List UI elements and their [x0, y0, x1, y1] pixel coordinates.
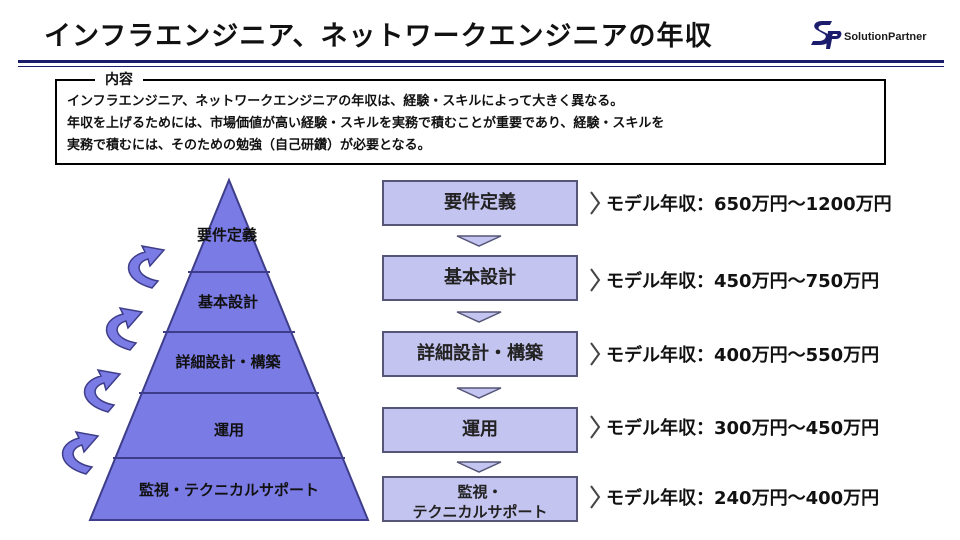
step-box-requirements: 要件定義 — [382, 180, 578, 226]
sp-logo-icon — [811, 21, 842, 49]
company-logo: SolutionPartner — [808, 18, 948, 52]
pyramid-shape — [88, 177, 370, 521]
salary-basic-design: モデル年収：450万円～750万円 — [606, 271, 880, 292]
pyramid-level-basic-design: 基本設計 — [197, 293, 259, 311]
step-box-detail-design: 詳細設計・構築 — [382, 331, 578, 377]
curved-up-arrow-icon — [61, 430, 100, 475]
step-box-monitoring-line1: 監視・ — [457, 483, 503, 501]
pyramid-level-requirements: 要件定義 — [196, 226, 258, 244]
logo-text: SolutionPartner — [844, 31, 927, 43]
page-title: インフラエンジニア、ネットワークエンジニアの年収 — [44, 21, 713, 52]
chevron-right-icon — [590, 191, 601, 215]
pyramid-diagram — [61, 177, 370, 521]
summary-box: 内容 インフラエンジニア、ネットワークエンジニアの年収は、経験・スキルによって大… — [55, 69, 886, 165]
curved-up-arrow-icon — [83, 368, 122, 413]
pyramid-level-operation: 運用 — [213, 421, 245, 439]
step-box-monitoring-line2: テクニカルサポート — [412, 503, 548, 521]
down-arrow-icon — [456, 461, 502, 473]
step-box-operation: 運用 — [382, 407, 578, 453]
salary-requirements: モデル年収：650万円～1200万円 — [606, 194, 892, 215]
summary-line-3: 実務で積むには、そのための勉強（自己研鑽）が必要となる。 — [67, 138, 431, 153]
chevron-right-icon — [590, 342, 601, 366]
step-box-basic-design: 基本設計 — [382, 255, 578, 301]
step-box-monitoring: 監視・ テクニカルサポート — [382, 476, 578, 522]
curved-up-arrow-icon — [127, 244, 166, 289]
down-arrow-icon — [456, 311, 502, 323]
salary-detail-design: モデル年収：400万円～550万円 — [606, 345, 880, 366]
chevron-right-icon — [590, 268, 601, 292]
header-rule — [18, 60, 944, 63]
summary-line-2: 年収を上げるためには、市場価値が高い経験・スキルを実務で積むことが重要であり、経… — [67, 116, 665, 131]
salary-operation: モデル年収：300万円～450万円 — [606, 418, 880, 439]
pyramid-level-detail-design: 詳細設計・構築 — [175, 353, 281, 371]
header-rule-thin — [18, 66, 944, 67]
summary-line-1: インフラエンジニア、ネットワークエンジニアの年収は、経験・スキルによって大きく異… — [67, 94, 624, 109]
summary-label: 内容 — [95, 69, 143, 89]
chevron-right-icon — [590, 415, 601, 439]
chevron-right-icon — [590, 485, 601, 509]
down-arrow-icon — [456, 387, 502, 399]
pyramid-level-monitoring: 監視・テクニカルサポート — [138, 481, 320, 499]
curved-up-arrow-icon — [105, 306, 144, 351]
salary-monitoring: モデル年収：240万円～400万円 — [606, 488, 880, 509]
down-arrow-icon — [456, 235, 502, 247]
